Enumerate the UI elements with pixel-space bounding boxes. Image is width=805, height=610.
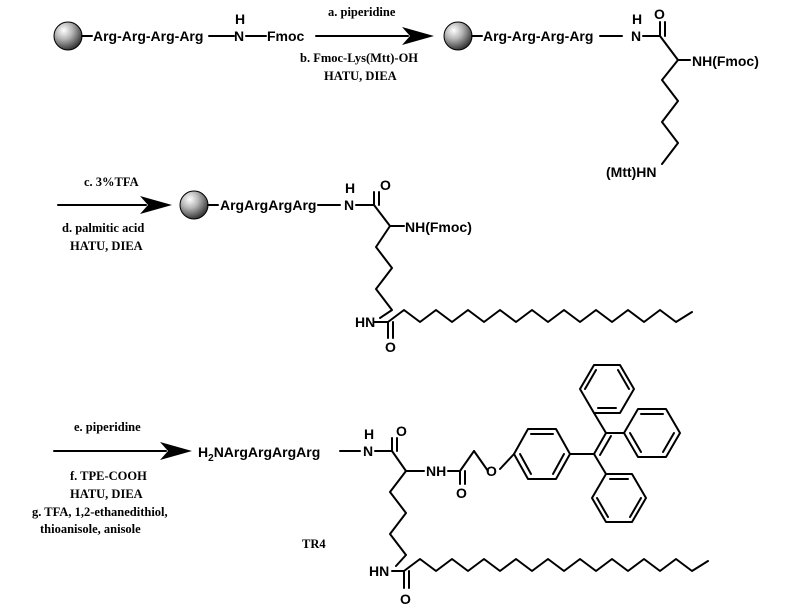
condition-g-line1: g. TFA, 1,2-ethanedithiol, [32,505,168,519]
condition-c: c. 3%TFA [84,175,139,189]
tr4-ether-o: O [486,463,497,479]
product1-carbonyl-o: O [654,6,665,22]
product2-lysine-skeleton [355,191,693,339]
product1-lysine-skeleton [642,21,691,165]
product2-h: H [345,180,355,196]
tpe-phenoxy-ring [513,428,571,480]
product1-h: H [632,11,642,27]
tpe-ethylene-core [569,412,625,475]
condition-d-line2: HATU, DIEA [70,239,143,253]
product2-peptide-label: ArgArgArgArg [220,197,316,213]
compound-label-tr4: TR4 [302,537,326,551]
product2-palmitoyl-o: O [385,339,396,355]
start-fmoc-label: Fmoc [267,28,305,44]
condition-b-line2: HATU, DIEA [324,69,397,83]
tr4-amide-hn: HN [369,563,389,579]
tpe-phenyl-right [623,408,681,458]
product1-n: N [631,28,641,44]
condition-e: e. piperidine [74,420,141,434]
resin-bead-product-1 [443,21,473,51]
reaction-arrow-3 [53,442,192,460]
product2-amide-hn: HN [355,314,375,330]
product2-n: N [344,197,354,213]
condition-g-line2: thioanisole, anisole [40,522,141,536]
tr4-h: H [198,444,208,460]
tr4-lysine-skeleton [374,437,709,589]
condition-a: a. piperidine [328,5,396,19]
tr4-h-atom: H [364,426,374,442]
resin-bead-start [53,21,83,51]
tpe-phenyl-bottom [591,473,647,523]
tr4-palmitoyl-o: O [400,591,411,607]
product2-nhfmoc: NH(Fmoc) [405,219,472,235]
start-n: N [234,28,244,44]
tr4-n-terminus: H2NArgArgArgArg [198,444,320,464]
tr4-peptide-label: NArgArgArgArg [214,444,321,460]
resin-bead-product-2 [179,190,209,220]
product2-carbonyl-o: O [380,177,391,193]
start-nh-h: H [235,11,245,27]
product1-peptide-label: Arg-Arg-Arg-Arg [483,28,593,44]
reaction-arrow-1 [315,27,434,45]
tr4-linker [447,450,515,485]
condition-d-line1: d. palmitic acid [62,221,144,235]
product1-mtt-hn: (Mtt)HN [606,164,657,180]
tpe-phenyl-top [579,364,635,414]
start-peptide-label: Arg-Arg-Arg-Arg [93,28,203,44]
reaction-arrow-2 [57,196,172,214]
tr4-linker-carbonyl-o: O [456,485,467,501]
condition-b-line1: b. Fmoc-Lys(Mtt)-OH [300,51,418,65]
tr4-n-atom: N [363,443,373,459]
product1-nhfmoc: NH(Fmoc) [692,53,759,69]
tr4-h2-subscript: 2 [208,453,214,464]
condition-f-line1: f. TPE-COOH [70,469,147,483]
tr4-side-nh: NH [426,463,446,479]
condition-f-line2: HATU, DIEA [70,487,143,501]
tr4-carbonyl-o: O [396,423,407,439]
